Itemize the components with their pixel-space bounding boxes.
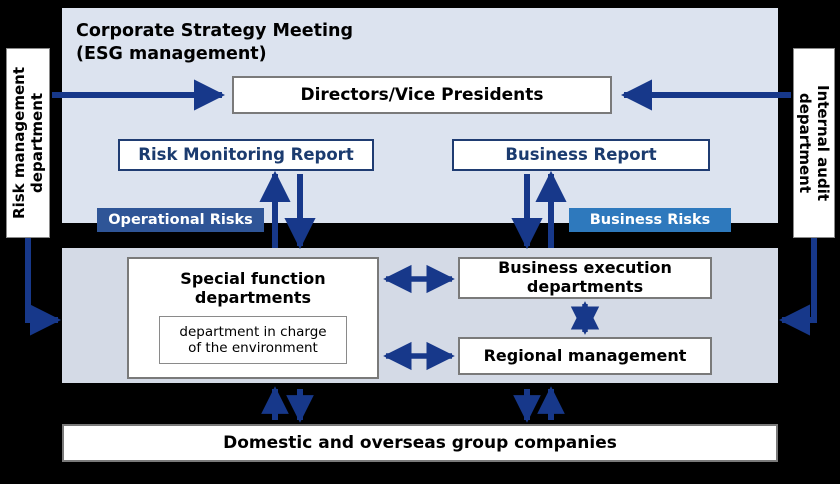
internal-audit-department-box[interactable]: Internal audit department — [793, 48, 835, 238]
panel-title-corporate-strategy: Corporate Strategy Meeting (ESG manageme… — [76, 21, 353, 65]
regional-management-box[interactable]: Regional management — [458, 337, 712, 375]
risk-management-department-box[interactable]: Risk management department — [6, 48, 50, 238]
group-companies-box[interactable]: Domestic and overseas group companies — [62, 424, 778, 462]
business-risks-badge: Business Risks — [569, 208, 731, 232]
special-function-departments-label: Special function departments — [180, 269, 326, 308]
risk-management-department-label: Risk management department — [10, 67, 46, 219]
directors-vice-presidents-box[interactable]: Directors/Vice Presidents — [232, 76, 612, 114]
special-function-departments-box[interactable]: Special function departments department … — [127, 257, 379, 379]
corporate-strategy-panel — [62, 8, 778, 223]
environment-department-box[interactable]: department in charge of the environment — [159, 316, 347, 365]
risk-monitoring-report-box[interactable]: Risk Monitoring Report — [118, 139, 374, 171]
internal-audit-department-label: Internal audit department — [796, 84, 832, 201]
operational-risks-badge: Operational Risks — [97, 208, 264, 232]
business-execution-departments-box[interactable]: Business execution departments — [458, 257, 712, 299]
business-report-box[interactable]: Business Report — [452, 139, 710, 171]
